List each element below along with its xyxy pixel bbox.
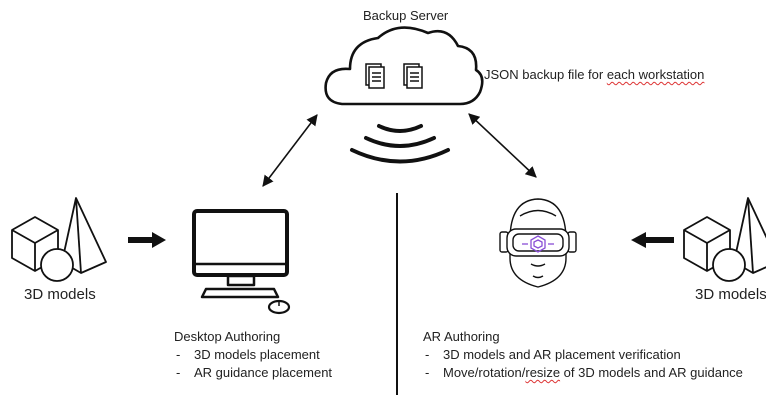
list-item: 3D models and AR placement verification (423, 346, 743, 364)
list-item-suffix: of 3D models and AR guidance (560, 365, 743, 380)
wireless-signal-icon (350, 124, 450, 164)
desktop-computer-icon (192, 209, 289, 299)
list-item-underlined: resize (525, 365, 561, 380)
list-item: AR guidance placement (174, 364, 332, 382)
document-icon (403, 63, 423, 89)
arrow-server-ar (468, 113, 537, 178)
server-title: Backup Server (363, 8, 449, 23)
list-item: 3D models placement (174, 346, 332, 364)
server-caption-underlined: each workstation (606, 67, 705, 82)
arrow-models-to-ar (631, 232, 674, 248)
headset-hologram-icon (522, 235, 554, 253)
shapes-icon (683, 197, 766, 282)
list-item: Move/rotation/resize of 3D models and AR… (423, 364, 743, 382)
document-icon (365, 63, 385, 89)
list-item-prefix: Move/rotation/ (443, 365, 526, 380)
ar-authoring-list: 3D models and AR placement verification … (423, 346, 743, 382)
ar-authoring-heading: AR Authoring (423, 329, 500, 344)
right-models-label: 3D models (695, 286, 766, 303)
shapes-icon (11, 197, 107, 282)
desktop-authoring-heading: Desktop Authoring (174, 329, 281, 344)
mouse-icon (267, 299, 291, 315)
server-caption-prefix: JSON backup file for (484, 67, 607, 82)
vr-headset-icon (499, 198, 577, 288)
arrow-models-to-desktop (128, 232, 166, 248)
arrow-server-desktop (262, 114, 318, 187)
desktop-authoring-list: 3D models placement AR guidance placemen… (174, 346, 332, 382)
left-models-label: 3D models (24, 286, 96, 303)
server-caption: JSON backup file for each workstation (484, 66, 704, 84)
